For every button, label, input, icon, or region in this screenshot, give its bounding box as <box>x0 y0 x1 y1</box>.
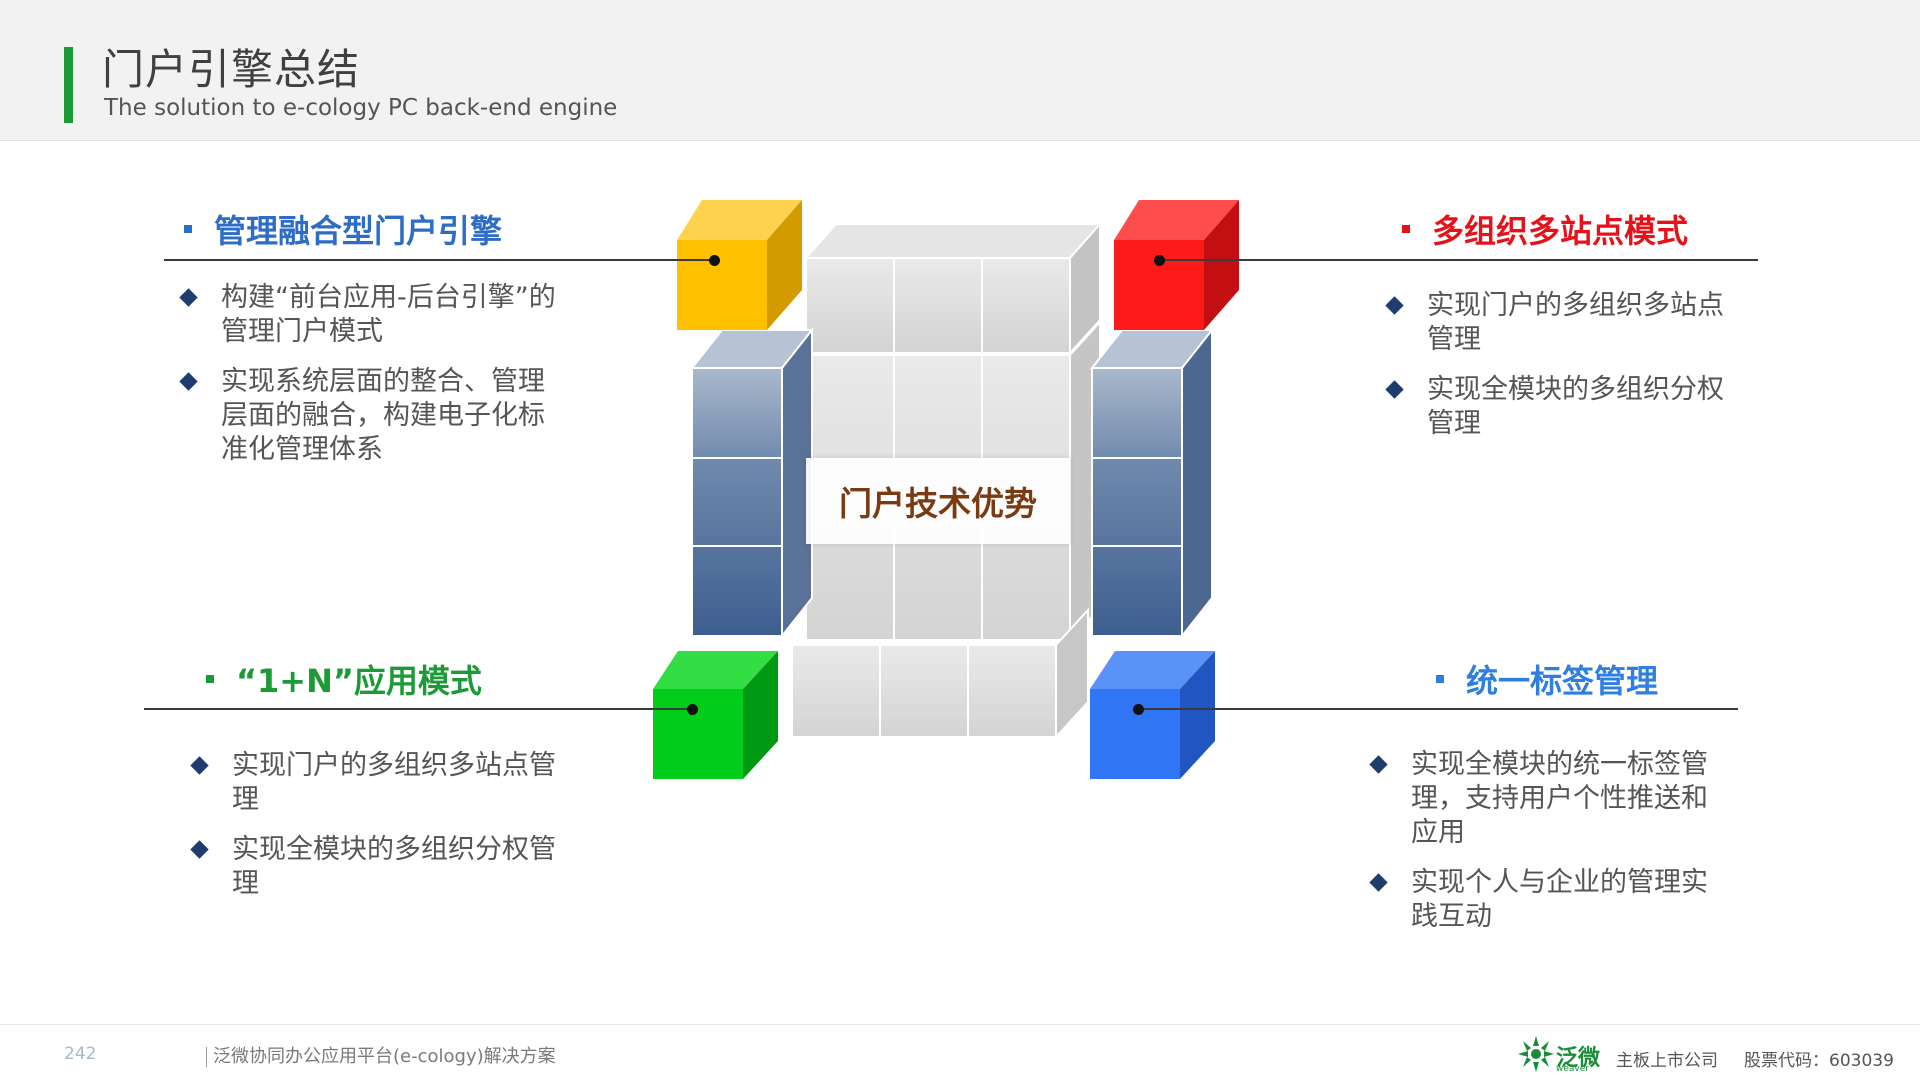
bullet-list-top-right: 实现门户的多组织多站点管理 实现全模块的多组织分权管理 <box>1384 289 1744 457</box>
title-square-icon <box>206 675 214 683</box>
list-item: 实现门户的多组织多站点管理 <box>1384 289 1744 357</box>
green-cube <box>653 651 778 779</box>
list-item-text: 实现全模块的统一标签管理，支持用户个性推送和应用 <box>1411 749 1708 848</box>
list-item-text: 实现门户的多组织多站点管理 <box>1427 290 1724 355</box>
list-item: 实现个人与企业的管理实践互动 <box>1368 866 1728 934</box>
slide-header: 门户引擎总结 The solution to e-cology PC back-… <box>0 0 1920 141</box>
list-item: 实现全模块的统一标签管理，支持用户个性推送和应用 <box>1368 748 1728 850</box>
list-item: 实现全模块的多组织分权管理 <box>189 833 569 901</box>
red-cube <box>1114 200 1239 330</box>
connector-dot-bottom-right <box>1133 704 1144 715</box>
center-label: 门户技术优势 <box>806 458 1070 544</box>
logo-subtext: weaver <box>1556 1064 1589 1074</box>
section-title-text: 统一标签管理 <box>1466 662 1659 700</box>
footer-doc-title: 泛微协同办公应用平台(e-cology)解决方案 <box>206 1042 556 1068</box>
steel-column-left <box>689 327 815 639</box>
stock-code: 股票代码：603039 <box>1744 1051 1894 1071</box>
list-item: 实现系统层面的整合、管理层面的融合，构建电子化标准化管理体系 <box>178 365 558 467</box>
bullet-list-top-left: 构建“前台应用-后台引擎”的管理门户模式 实现系统层面的整合、管理层面的融合，构… <box>178 281 558 483</box>
company-label: 主板上市公司 <box>1616 1051 1718 1071</box>
footer-doc-title-text: 泛微协同办公应用平台(e-cology)解决方案 <box>213 1046 556 1067</box>
diamond-bullet-icon <box>1385 296 1404 315</box>
diamond-bullet-icon <box>1369 873 1388 892</box>
bullet-list-bottom-left: 实现门户的多组织多站点管理 实现全模块的多组织分权管理 <box>189 749 569 917</box>
steel-column-right <box>1089 327 1215 639</box>
section-title-bottom-left: “1+N”应用模式 <box>206 656 482 702</box>
connector-dot-top-left <box>709 255 720 266</box>
cube-illustration <box>653 200 1239 779</box>
diamond-bullet-icon <box>1369 755 1388 774</box>
page-subtitle: The solution to e-cology PC back-end eng… <box>104 95 618 121</box>
diamond-bullet-icon <box>179 288 198 307</box>
connector-dot-top-right <box>1154 255 1165 266</box>
section-title-top-right: 多组织多站点模式 <box>1402 206 1688 252</box>
diamond-bullet-icon <box>190 840 209 859</box>
list-item: 实现全模块的多组织分权管理 <box>1384 373 1744 441</box>
diamond-bullet-icon <box>1385 380 1404 399</box>
connector-line-bottom-right <box>1140 708 1738 710</box>
section-title-bottom-right: 统一标签管理 <box>1436 656 1658 702</box>
blue-cube <box>1090 651 1215 779</box>
connector-dot-bottom-left <box>687 704 698 715</box>
title-square-icon <box>1436 675 1444 683</box>
footer-divider <box>0 1024 1920 1025</box>
page-title: 门户引擎总结 <box>102 45 361 94</box>
section-title-text: 管理融合型门户引擎 <box>214 212 503 250</box>
footer-separator <box>206 1047 207 1067</box>
yellow-cube <box>677 200 802 330</box>
list-item-text: 实现全模块的多组织分权管理 <box>232 834 556 899</box>
title-square-icon <box>1402 225 1410 233</box>
diamond-bullet-icon <box>179 372 198 391</box>
list-item-text: 实现全模块的多组织分权管理 <box>1427 374 1724 439</box>
section-title-text: 多组织多站点模式 <box>1432 212 1689 250</box>
list-item-text: 构建“前台应用-后台引擎”的管理门户模式 <box>221 282 556 347</box>
list-item: 构建“前台应用-后台引擎”的管理门户模式 <box>178 281 558 349</box>
connector-line-top-left <box>164 259 716 261</box>
connector-line-bottom-left <box>144 708 692 710</box>
list-item-text: 实现系统层面的整合、管理层面的融合，构建电子化标准化管理体系 <box>221 366 545 465</box>
list-item-text: 实现个人与企业的管理实践互动 <box>1411 867 1708 932</box>
diamond-bullet-icon <box>190 756 209 775</box>
title-square-icon <box>184 225 192 233</box>
page-number: 242 <box>64 1044 97 1064</box>
list-item: 实现门户的多组织多站点管理 <box>189 749 569 817</box>
weaver-logo-icon <box>1518 1036 1554 1072</box>
connector-line-top-right <box>1160 259 1758 261</box>
header-accent-bar <box>64 47 73 123</box>
logo-text: 泛微 <box>1556 1046 1601 1071</box>
list-item-text: 实现门户的多组织多站点管理 <box>232 750 556 815</box>
section-title-text: “1+N”应用模式 <box>236 662 482 700</box>
bullet-list-bottom-right: 实现全模块的统一标签管理，支持用户个性推送和应用 实现个人与企业的管理实践互动 <box>1368 748 1728 950</box>
section-title-top-left: 管理融合型门户引擎 <box>184 206 502 252</box>
